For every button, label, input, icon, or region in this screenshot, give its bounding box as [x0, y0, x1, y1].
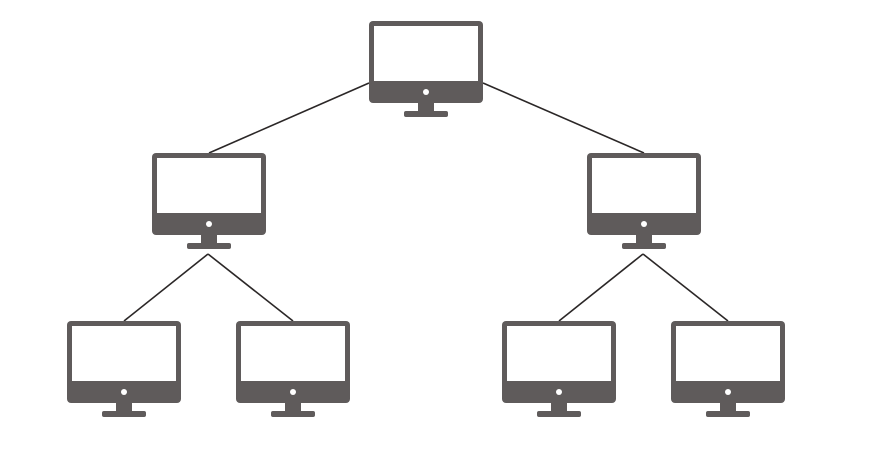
monitor-icon	[671, 321, 785, 417]
connector-right-child-to-right-right-leaf	[642, 253, 729, 322]
monitor-icon	[152, 153, 266, 249]
connector-right-child-to-right-left-leaf	[558, 253, 644, 322]
monitor-icon	[587, 153, 701, 249]
monitor-icon	[369, 21, 483, 117]
monitor-nodes	[67, 21, 785, 417]
monitor-icon	[236, 321, 350, 417]
connector-root-to-left-child	[208, 82, 370, 154]
monitor-icon	[502, 321, 616, 417]
connector-left-child-to-left-left-leaf	[123, 253, 209, 322]
monitor-icon	[67, 321, 181, 417]
connector-root-to-right-child	[482, 82, 645, 154]
connector-left-child-to-left-right-leaf	[207, 253, 294, 322]
connector-lines	[123, 82, 729, 322]
